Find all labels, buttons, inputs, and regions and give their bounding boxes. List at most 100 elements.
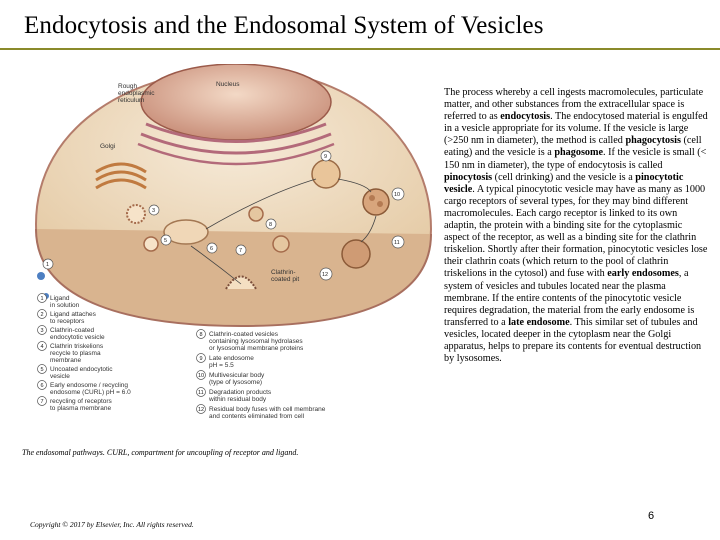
step-7-marker: 7 (239, 248, 242, 254)
legend-marker-3 (37, 325, 47, 335)
legend-marker-11 (196, 387, 206, 397)
text-run: The process whereby a cell ingests macro… (444, 87, 704, 123)
text-run: . If the vesicle is small (< 150 nm in d… (444, 147, 707, 171)
legend-marker-12 (196, 404, 206, 414)
term-phagosome: phagosome (554, 147, 604, 159)
legend-marker-9 (196, 353, 206, 363)
label-clathrin-pit-1: Clathrin- (271, 269, 296, 276)
step-1-marker: 1 (46, 262, 49, 268)
label-rer-1: Rough (118, 83, 138, 90)
golgi (95, 162, 147, 174)
early-endosome (163, 219, 209, 245)
legend-text-12: Residual body fuses with cell membrane (209, 406, 326, 413)
legend-number-10: 10 (198, 373, 204, 379)
legend-text-8: Clathrin-coated vesicles (209, 331, 279, 338)
legend-text-6: endosome (CURL) pH = 6.0 (50, 389, 131, 396)
term-pinocytosis: pinocytosis (444, 171, 493, 183)
step-8-marker: 8 (269, 222, 272, 228)
page-number: 6 (648, 510, 655, 522)
step-markers: 1 3 5 6 7 8 9 10 11 12 (42, 150, 405, 281)
text-run: . A typical pinocytotic vesicle may have… (444, 183, 708, 280)
plasma-membrane (35, 228, 432, 328)
copyright-notice: Copyright © 2017 by Elsevier, Inc. All r… (30, 520, 194, 529)
late-endosome (311, 159, 341, 189)
legend-text-4: recycle to plasma (50, 350, 101, 357)
legend-text-10: (type of lysosome) (209, 379, 262, 386)
text-run: . This similar set of tubules and vesicl… (444, 316, 702, 365)
term-pinocytotic-vesicle: pinocytotic vesicle (444, 171, 684, 195)
legend-number-11: 11 (198, 390, 204, 396)
label-nucleus: Nucleus (216, 81, 240, 88)
residual-body (341, 239, 371, 269)
legend-text-3: endocytotic vesicle (50, 334, 105, 341)
legend-number-8: 8 (200, 332, 203, 338)
multivesicular-body (362, 188, 390, 216)
legend-text-2: Ligand attaches (50, 311, 97, 318)
term-early-endosomes: early endosomes (607, 268, 679, 280)
legend-marker-4 (37, 341, 47, 351)
legend-marker-10 (196, 370, 206, 380)
step-10-marker: 10 (394, 192, 400, 198)
legend-text-8: containing lysosomal hydrolases (209, 338, 303, 345)
legend-text-9: pH = 5.5 (209, 362, 234, 369)
legend-text-6: Early endosome / recycling (50, 382, 128, 389)
legend-text-5: vesicle (50, 373, 70, 380)
ligand (37, 272, 45, 280)
legend-number-2: 2 (41, 312, 44, 318)
legend-marker-6 (37, 380, 47, 390)
legend-text-9: Late endosome (209, 355, 254, 362)
legend-number-7: 7 (41, 399, 44, 405)
legend-marker-7 (37, 396, 47, 406)
slide-title: Endocytosis and the Endosomal System of … (24, 12, 544, 39)
step-9-marker: 9 (324, 154, 327, 160)
text-run: . The endocytosed material is engulfed i… (444, 111, 708, 147)
legend-text-10: Multivesicular body (209, 372, 265, 379)
step-5-marker: 5 (164, 238, 167, 244)
nucleus (140, 64, 332, 141)
legend-text-11: within residual body (208, 396, 267, 403)
figure-caption: The endosomal pathways. CURL, compartmen… (22, 448, 299, 457)
term-late-endosome: late endosome (508, 316, 570, 328)
legend-number-3: 3 (41, 328, 44, 334)
endosomal-pathways-figure: 1 3 5 6 7 8 9 10 11 12 Nucleus Rough end… (34, 64, 433, 420)
legend-text-3: Clathrin-coated (50, 327, 94, 334)
legend-text-4: membrane (50, 357, 81, 364)
title-divider (0, 48, 720, 50)
legend-marker-5 (37, 364, 47, 374)
body-paragraph: The process whereby a cell ingests macro… (444, 87, 708, 365)
label-rer-2: endoplasmic (118, 90, 155, 97)
legend-text-5: Uncoated endocytotic (50, 366, 113, 373)
legend-text-1: Ligand (50, 295, 70, 302)
coated-vesicle (126, 204, 146, 224)
legend-text-1: in solution (50, 302, 80, 309)
legend-number-5: 5 (41, 367, 44, 373)
legend-number-12: 12 (198, 407, 204, 413)
legend-marker-1 (37, 293, 47, 303)
term-endocytosis: endocytosis (500, 111, 551, 123)
legend-number-1: 1 (41, 296, 44, 302)
legend-text-11: Degradation products (209, 389, 272, 396)
step-3-marker: 3 (152, 208, 155, 214)
legend-text-2: to receptors (50, 318, 85, 325)
legend-text-12: and contents eliminated from cell (209, 413, 305, 420)
legend-number-4: 4 (41, 344, 44, 350)
text-run: (cell drinking) and the vesicle is a (492, 171, 636, 183)
legend-text-7: to plasma membrane (50, 405, 111, 412)
legend-marker-8 (196, 329, 206, 339)
rough-er (145, 122, 327, 143)
legend-text-7: recycling of receptors (50, 398, 113, 405)
legend-number-9: 9 (200, 356, 203, 362)
legend-text-8: or lysosomal membrane proteins (209, 345, 304, 352)
term-phagocytosis: phagocytosis (625, 135, 681, 147)
label-clathrin-pit-2: coated pit (271, 276, 299, 283)
step-11-marker: 11 (394, 240, 400, 246)
label-rer-3: reticulum (118, 97, 144, 104)
step-12-marker: 12 (322, 272, 328, 278)
step-6-marker: 6 (210, 246, 213, 252)
text-run: (cell eating) and the vesicle is a (444, 135, 702, 159)
legend-number-6: 6 (41, 383, 44, 389)
clathrin-coated-pit (225, 275, 257, 290)
label-golgi: Golgi (100, 143, 115, 150)
title-bar: Endocytosis and the Endosomal System of … (0, 0, 720, 48)
legend-text-4: Clathrin triskelions (50, 343, 104, 350)
